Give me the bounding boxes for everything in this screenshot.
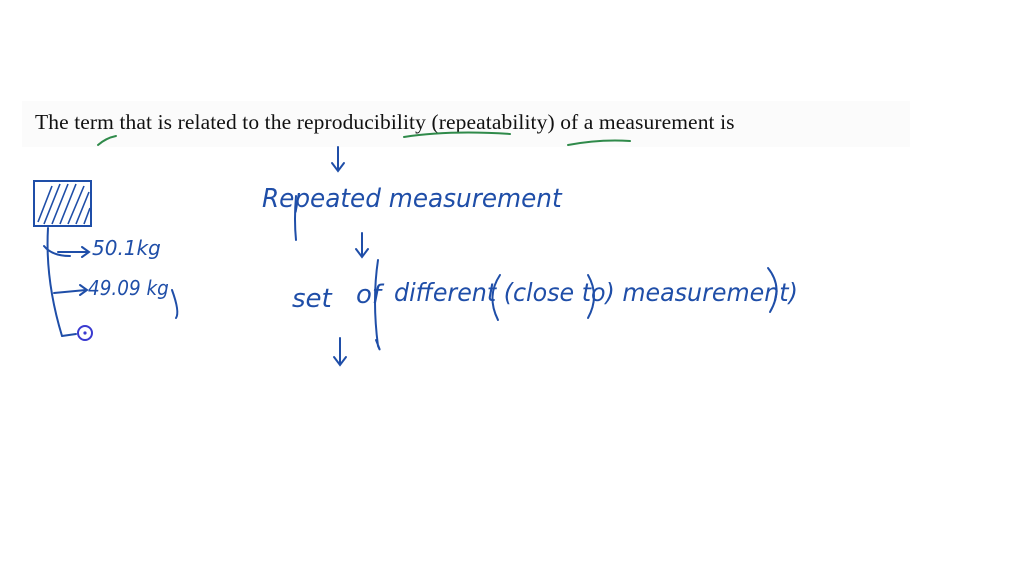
open-paren-mark bbox=[491, 274, 501, 321]
close-paren-mark bbox=[767, 267, 778, 313]
close-paren-mark bbox=[587, 274, 595, 319]
down-arrow-icon bbox=[355, 232, 369, 259]
reading-tree-lines bbox=[43, 227, 91, 337]
question-band bbox=[22, 101, 910, 147]
down-arrow-icon bbox=[331, 146, 345, 173]
handwritten-word-set: set bbox=[292, 284, 332, 314]
underline-mark-reproducibility bbox=[403, 131, 511, 138]
question-text: The term that is related to the reproduc… bbox=[35, 110, 735, 134]
hatched-box-icon bbox=[33, 180, 92, 227]
handwritten-line-different-close-to-measurement: different (close to) measurement) bbox=[394, 278, 798, 307]
handwritten-word-of: of bbox=[356, 280, 382, 310]
kg-descender-stroke bbox=[171, 289, 179, 319]
of-descender-stroke bbox=[374, 259, 381, 351]
handwritten-reading-2: 49.09 kg bbox=[88, 276, 169, 300]
down-arrow-icon bbox=[333, 337, 347, 367]
cursor-circle-icon bbox=[77, 325, 93, 341]
repeated-descender-stroke bbox=[294, 195, 297, 241]
handwritten-line-repeated-measurement: Repeated measurement bbox=[262, 184, 562, 214]
underline-mark-repeatability bbox=[567, 139, 631, 146]
handwritten-reading-1: 50.1kg bbox=[92, 236, 161, 260]
underline-mark-term bbox=[97, 135, 117, 146]
